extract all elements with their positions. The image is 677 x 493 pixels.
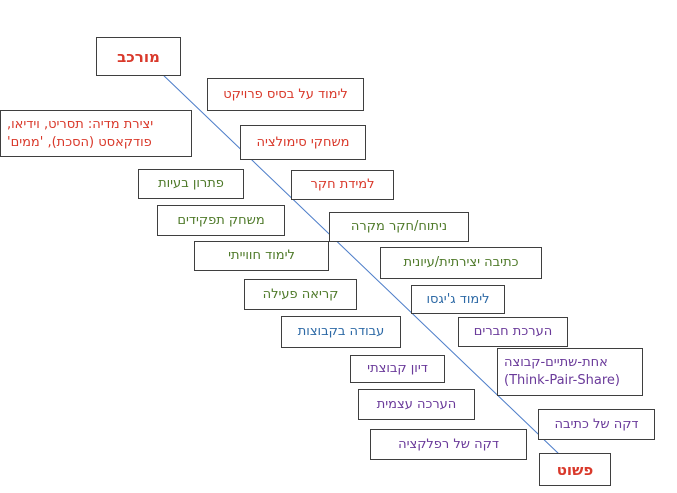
item-media-creation-line2: פודקאסט (הסכת), 'ממים' [7,134,152,150]
item-inquiry-learning: למידת חקר [291,170,394,200]
item-minute-reflection: דקה של רפלקציה [370,429,527,460]
simple-label: פשוט [539,453,611,486]
item-think-pair-share-line2: (Think-Pair-Share) [504,373,620,388]
item-project-based: לימוד על בסיס פרויקט [207,78,364,111]
item-group-discussion: דיון קבוצתי [350,355,445,383]
item-creative-writing: כתיבה יצירתית/עיונית [380,247,542,279]
item-think-pair-share-line1: אחת-שתיים-קבוצה [504,355,608,370]
item-minute-writing: דקה של כתיבה [538,409,655,440]
item-think-pair-share: אחת-שתיים-קבוצה (Think-Pair-Share) [497,348,643,396]
item-peer-review: הערכת חברים [458,317,568,347]
item-self-assessment: הערכה עצמית [358,389,475,420]
item-active-reading: קריאה פעילה [244,279,357,310]
item-jigsaw: לימוד ג'יגסו [411,285,505,314]
complex-label: מורכב [96,37,181,76]
item-simulation-games: משחקי סימולציה [240,125,366,160]
item-media-creation-line1: יצירת מדיה: תסריט, וידיאו, [7,116,154,132]
item-problem-solving: פתרון בעיות [138,169,244,199]
item-group-work: עבודה בקבוצות [281,316,401,348]
item-role-play: משחק תפקידים [157,205,285,236]
item-experiential-learning: לימוד חווייתי [194,241,329,271]
item-media-creation: יצירת מדיה: תסריט, וידיאו, פודקאסט (הסכת… [0,110,192,157]
item-case-study: ניתוח/חקר מקרה [329,212,469,242]
